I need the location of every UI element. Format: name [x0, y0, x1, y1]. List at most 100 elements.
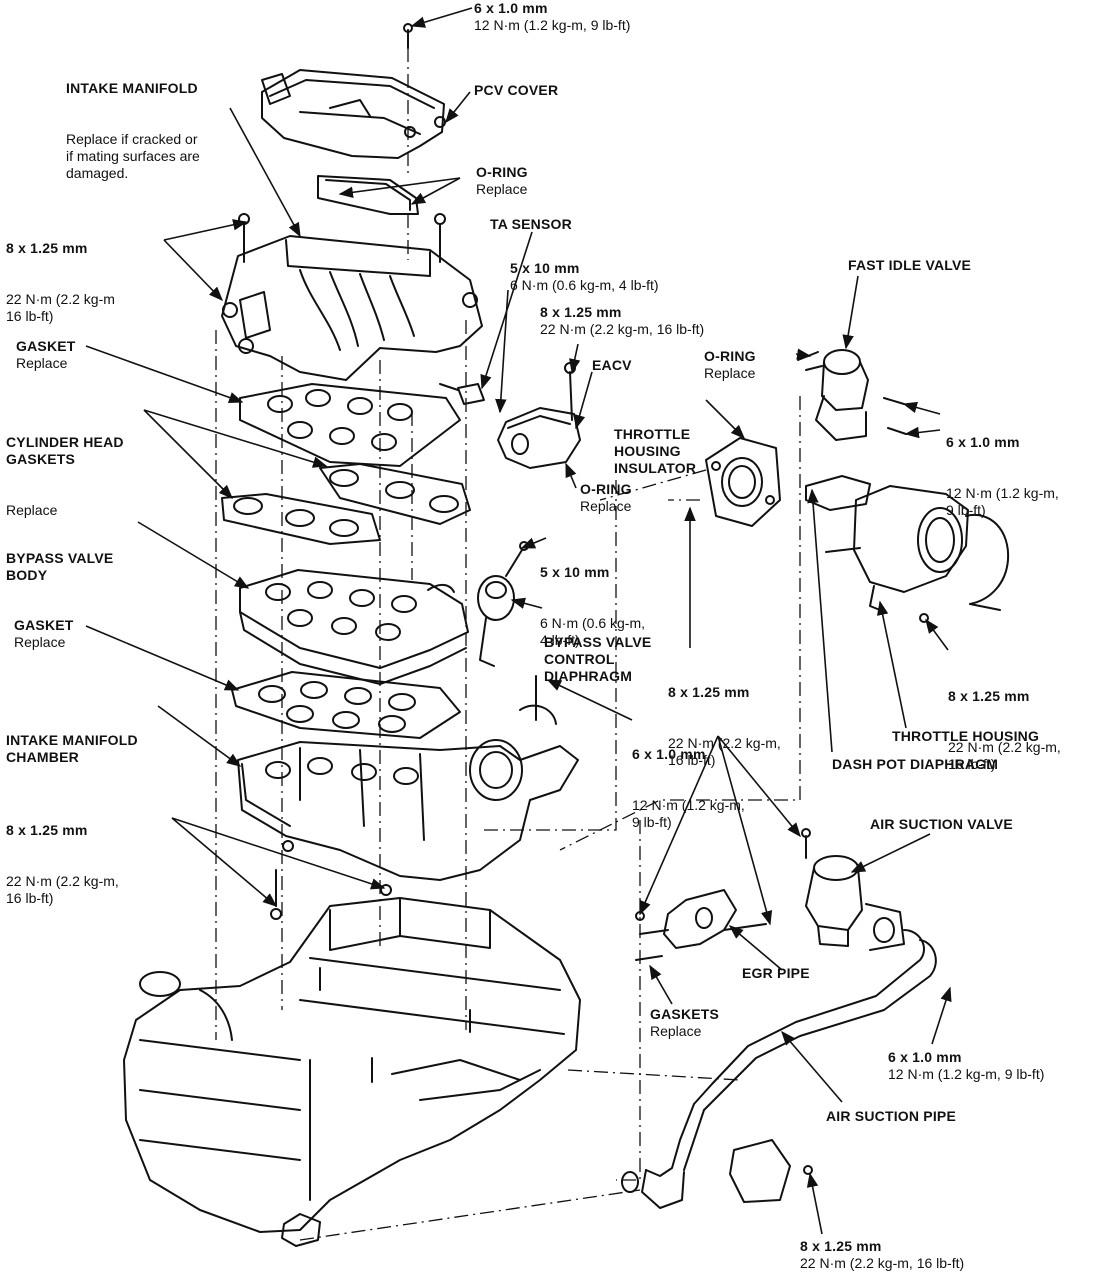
label-bolt-eacv: 8 x 1.25 mm 22 N·m (2.2 kg-m, 16 lb-ft) [540, 304, 704, 338]
air-suction-pipe-part [621, 929, 937, 1209]
label-bypass-valve-body-title: BYPASS VALVE BODY [6, 550, 114, 583]
label-bolt-5x10-top: 5 x 10 mm 6 N·m (0.6 kg-m, 4 lb-ft) [510, 260, 659, 294]
label-bolt-5x10-mid: 5 x 10 mm 6 N·m (0.6 kg-m, 4 lb-ft) [540, 530, 645, 683]
label-bolt-left-bottom-title: 8 x 1.25 mm [6, 822, 88, 838]
label-cylinder-head-gaskets: CYLINDER HEAD GASKETS Replace [6, 400, 124, 553]
pcv-cover-part [261, 69, 446, 159]
label-o-ring-top-title: O-RING [476, 164, 528, 180]
label-dash-pot-diaphragm: DASH POT DIAPHRAGM [832, 756, 998, 773]
label-air-suction-pipe: AIR SUCTION PIPE [826, 1108, 956, 1125]
label-cylinder-head-gaskets-sub: Replace [6, 502, 58, 518]
label-air-suction-valve: AIR SUCTION VALVE [870, 816, 1013, 833]
label-throttle-housing-insulator: THROTTLE HOUSING INSULATOR [614, 392, 696, 528]
label-air-suction-pipe-title: AIR SUCTION PIPE [826, 1108, 956, 1124]
label-o-ring-fiv-title: O-RING [704, 348, 756, 364]
label-gaskets-bottom-title: GASKETS [650, 1006, 720, 1022]
label-bolt-center-sub: 22 N·m (2.2 kg-m, 16 lb-ft) [668, 735, 781, 768]
label-intake-manifold-title: INTAKE MANIFOLD [66, 80, 198, 96]
label-intake-manifold-chamber-title: INTAKE MANIFOLD CHAMBER [6, 732, 138, 765]
label-bolt-fiv-title: 6 x 1.0 mm [946, 434, 1020, 450]
label-bolt-th-right-sub: 22 N·m (2.2 kg-m, 16 lb-ft) [948, 739, 1061, 772]
label-bypass-valve-control-diaphragm: BYPASS VALVE CONTROL DIAPHRAGM [544, 600, 651, 736]
label-bolt-fiv: 6 x 1.0 mm 12 N·m (1.2 kg-m, 9 lb-ft) [946, 400, 1059, 553]
engine-block-part [123, 897, 581, 1247]
label-egr-pipe-title: EGR PIPE [742, 965, 810, 981]
throttle-housing-insulator-part [705, 437, 781, 527]
label-gaskets-bottom: GASKETS Replace [650, 1006, 719, 1040]
label-bolt-egr-title: 6 x 1.0 mm [632, 746, 706, 762]
label-bolt-asv: 6 x 1.0 mm 12 N·m (1.2 kg-m, 9 lb-ft) [888, 1049, 1044, 1083]
label-o-ring-mid-sub: Replace [580, 498, 632, 514]
label-bolt-th-right: 8 x 1.25 mm 22 N·m (2.2 kg-m, 16 lb-ft) [948, 654, 1061, 807]
label-bypass-valve-body: BYPASS VALVE BODY [6, 516, 113, 635]
label-bolt-egr: 6 x 1.0 mm 12 N·m (1.2 kg-m, 9 lb-ft) [632, 712, 745, 865]
label-bolt-5x10-top-sub: 6 N·m (0.6 kg-m, 4 lb-ft) [510, 277, 659, 293]
o-ring-top-part [317, 175, 419, 215]
label-eacv-title: EACV [592, 357, 632, 373]
label-bolt-bottom-title: 8 x 1.25 mm [800, 1238, 882, 1254]
label-gasket-mid-title: GASKET [14, 617, 74, 633]
label-pcv-cover-title: PCV COVER [474, 82, 559, 98]
egr-pipe-part [635, 889, 767, 961]
label-dash-pot-diaphragm-title: DASH POT DIAPHRAGM [832, 756, 999, 772]
ta-sensor-part [439, 383, 485, 405]
label-bolt-top: 6 x 1.0 mm 12 N·m (1.2 kg-m, 9 lb-ft) [474, 0, 630, 34]
label-gaskets-bottom-sub: Replace [650, 1023, 702, 1039]
label-bolt-center-title: 8 x 1.25 mm [668, 684, 750, 700]
label-o-ring-fiv: O-RING Replace [704, 348, 756, 382]
label-ta-sensor: TA SENSOR [490, 216, 572, 233]
label-fast-idle-valve-title: FAST IDLE VALVE [848, 257, 972, 273]
label-bypass-valve-control-diaphragm-title: BYPASS VALVE CONTROL DIAPHRAGM [544, 634, 652, 684]
label-intake-manifold: INTAKE MANIFOLD Replace if cracked or if… [66, 46, 200, 216]
label-eacv: EACV [592, 357, 632, 374]
cylinder-head-gaskets-part [221, 463, 471, 545]
intake-manifold-part [221, 213, 483, 381]
label-bolt-eacv-title: 8 x 1.25 mm [540, 304, 622, 320]
label-bolt-5x10-mid-title: 5 x 10 mm [540, 564, 610, 580]
label-gasket-top-sub: Replace [16, 355, 68, 371]
label-air-suction-valve-title: AIR SUCTION VALVE [870, 816, 1013, 832]
label-bolt-fiv-sub: 12 N·m (1.2 kg-m, 9 lb-ft) [946, 485, 1059, 518]
label-throttle-housing-title: THROTTLE HOUSING [892, 728, 1040, 744]
label-gasket-top: GASKET Replace [16, 338, 76, 372]
label-bolt-left-bottom-sub: 22 N·m (2.2 kg-m, 16 lb-ft) [6, 873, 119, 906]
gasket-mid-part [231, 671, 461, 739]
air-suction-valve-part [801, 828, 905, 951]
label-throttle-housing: THROTTLE HOUSING [892, 728, 1039, 745]
label-bolt-top-title: 6 x 1.0 mm [474, 0, 548, 16]
label-gasket-mid-sub: Replace [14, 634, 66, 650]
label-bolt-top-sub: 12 N·m (1.2 kg-m, 9 lb-ft) [474, 17, 631, 33]
label-pcv-cover: PCV COVER [474, 82, 558, 99]
bypass-valve-body-part [239, 569, 469, 685]
throttle-housing-part [805, 475, 1010, 623]
label-egr-pipe: EGR PIPE [742, 965, 810, 982]
label-bolt-asv-sub: 12 N·m (1.2 kg-m, 9 lb-ft) [888, 1066, 1045, 1082]
bypass-diaphragm-part [477, 541, 529, 667]
label-intake-manifold-sub: Replace if cracked or if mating surfaces… [66, 131, 200, 181]
fast-idle-valve-part [797, 349, 907, 441]
label-bolt-left-top-title: 8 x 1.25 mm [6, 240, 88, 256]
label-bolt-asv-title: 6 x 1.0 mm [888, 1049, 962, 1065]
label-intake-manifold-chamber: INTAKE MANIFOLD CHAMBER [6, 698, 138, 817]
label-bolt-eacv-sub: 22 N·m (2.2 kg-m, 16 lb-ft) [540, 321, 705, 337]
label-o-ring-top: O-RING Replace [476, 164, 528, 198]
label-bolt-bottom: 8 x 1.25 mm 22 N·m (2.2 kg-m, 16 lb-ft) [800, 1238, 964, 1272]
label-bolt-bottom-sub: 22 N·m (2.2 kg-m, 16 lb-ft) [800, 1255, 965, 1271]
label-bolt-5x10-top-title: 5 x 10 mm [510, 260, 580, 276]
gasket-top-part [239, 383, 461, 467]
label-gasket-top-title: GASKET [16, 338, 76, 354]
intake-manifold-chamber-part [237, 675, 579, 881]
label-throttle-housing-insulator-title: THROTTLE HOUSING INSULATOR [614, 426, 697, 476]
label-o-ring-mid: O-RING Replace [580, 481, 632, 515]
label-fast-idle-valve: FAST IDLE VALVE [848, 257, 971, 274]
label-gasket-mid: GASKET Replace [14, 617, 74, 651]
label-bolt-left-top-sub: 22 N·m (2.2 kg-m 16 lb-ft) [6, 291, 115, 324]
label-o-ring-top-sub: Replace [476, 181, 528, 197]
label-bolt-center: 8 x 1.25 mm 22 N·m (2.2 kg-m, 16 lb-ft) [668, 650, 781, 803]
label-bolt-th-right-title: 8 x 1.25 mm [948, 688, 1030, 704]
label-cylinder-head-gaskets-title: CYLINDER HEAD GASKETS [6, 434, 124, 467]
label-ta-sensor-title: TA SENSOR [490, 216, 572, 232]
label-o-ring-fiv-sub: Replace [704, 365, 756, 381]
